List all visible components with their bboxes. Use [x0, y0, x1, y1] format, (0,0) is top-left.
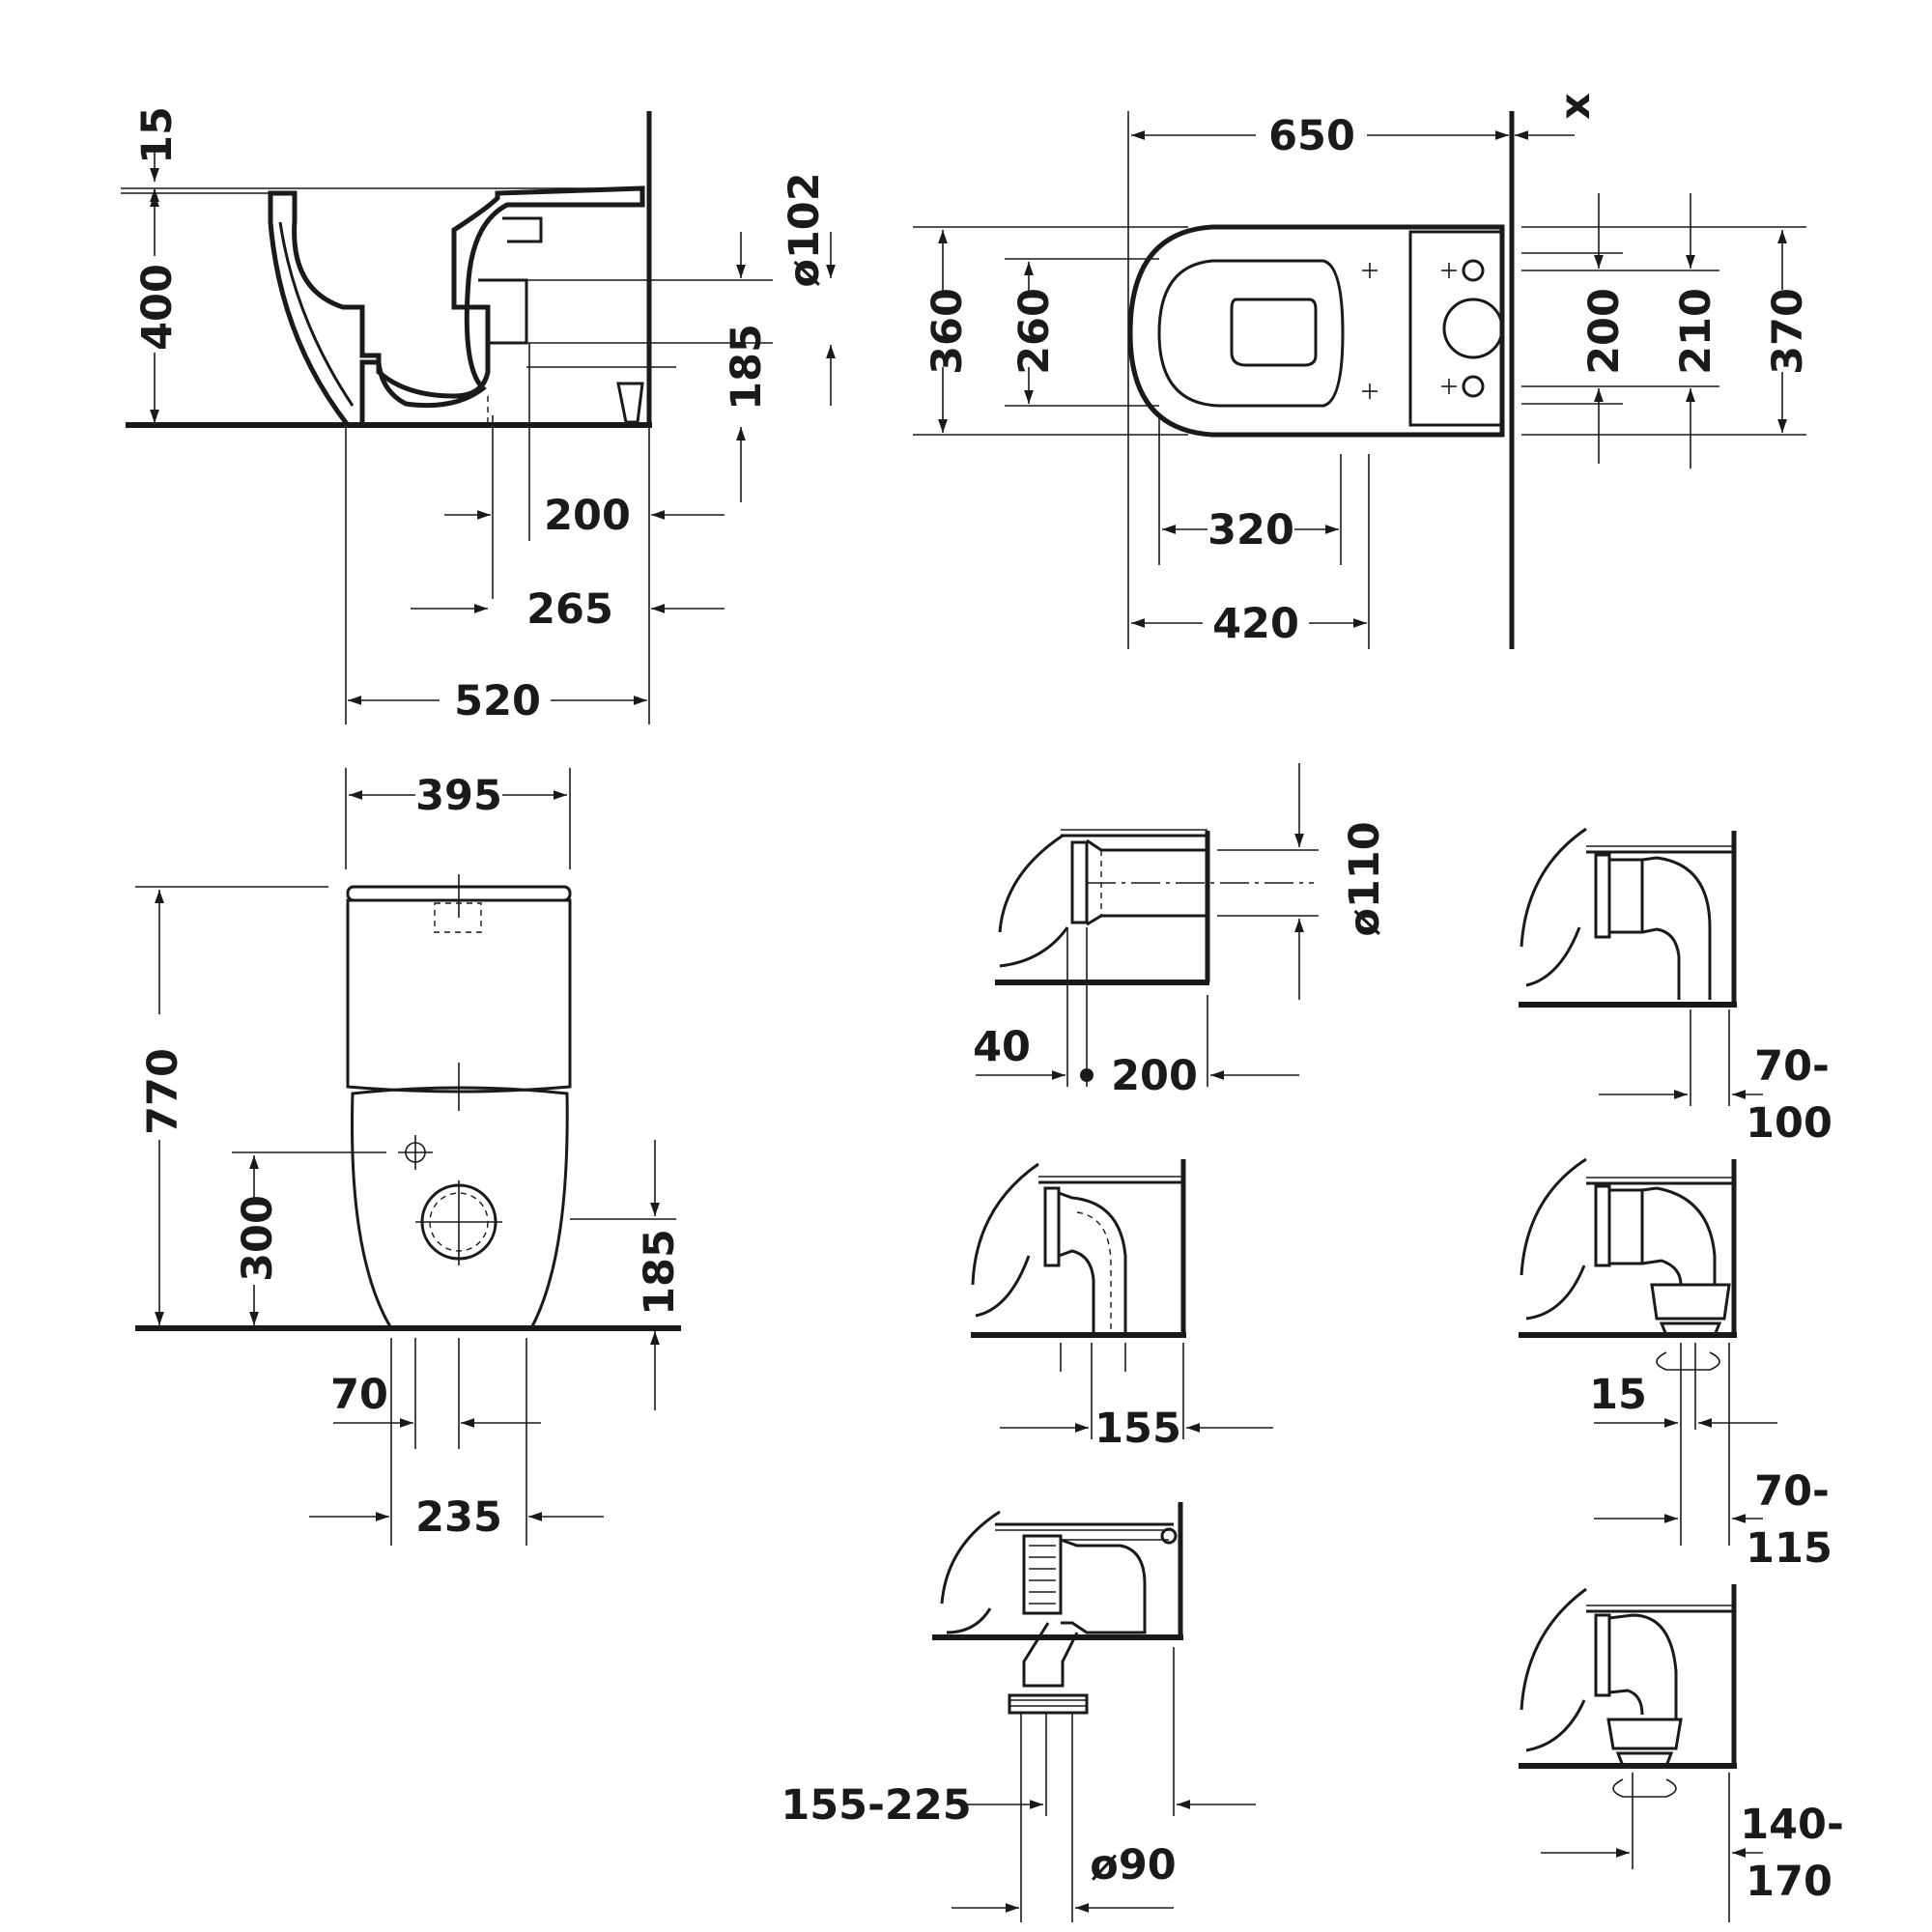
dim-top-200: 200 — [1580, 288, 1629, 375]
bend-inner — [1058, 1249, 1095, 1335]
dim-front-395: 395 — [415, 772, 502, 820]
connector-straight: ø110 40 200 — [973, 763, 1389, 1100]
dim-conn1-dia110: ø110 — [1341, 821, 1389, 936]
dim-top-x: x — [1551, 93, 1600, 120]
dim-top-650: 650 — [1268, 112, 1355, 160]
dim-front-185: 185 — [636, 1229, 684, 1316]
tank-top — [1408, 230, 1504, 427]
inlet-detail — [502, 216, 543, 243]
ribbed-sleeve — [1022, 1534, 1063, 1615]
bowl-edge — [998, 834, 1064, 933]
seal-ring — [1070, 840, 1089, 924]
dim-front-300: 300 — [234, 1195, 282, 1282]
dim-conn5-15: 15 — [1589, 1371, 1647, 1419]
swivel-collar — [1650, 1283, 1731, 1321]
dim-top-360: 360 — [923, 288, 972, 375]
dim-front-235: 235 — [415, 1493, 502, 1542]
dim-top-320: 320 — [1208, 506, 1294, 554]
foot-bracket — [616, 382, 644, 424]
dim-top-370: 370 — [1764, 288, 1812, 375]
side-view: 15 400 ø102 185 200 265 520 — [121, 106, 836, 725]
dim-conn2-155: 155 — [1094, 1405, 1181, 1453]
dim-side-15: 15 — [133, 106, 182, 164]
bowl-inner — [278, 221, 355, 407]
dim-conn3-155-225: 155-225 — [781, 1781, 971, 1830]
connector-swivel-long: 140- 170 — [1519, 1584, 1844, 1922]
bend-inner — [1641, 927, 1681, 1000]
bend-outer — [1058, 1191, 1127, 1335]
bend-outer — [1641, 856, 1712, 1000]
connector-bend-down: 155 — [971, 1159, 1273, 1453]
drain-top — [1230, 298, 1318, 367]
bowl-opening-top — [1157, 259, 1345, 408]
swivel-collar — [1606, 1718, 1683, 1750]
dim-side-185: 185 — [723, 324, 771, 411]
rotate-symbol — [1656, 1351, 1720, 1371]
dim-top-210: 210 — [1672, 288, 1720, 375]
dim-conn6-170: 170 — [1746, 1858, 1833, 1906]
inlet-hole-top — [1462, 259, 1485, 282]
dim-front-770: 770 — [139, 1048, 187, 1135]
dim-side-400: 400 — [133, 264, 182, 351]
dim-side-200: 200 — [544, 492, 631, 540]
outlet-spigot — [1022, 1622, 1079, 1688]
front-view: 395 770 300 185 70 235 — [135, 768, 684, 1546]
bend-outer — [1641, 1186, 1717, 1285]
dim-side-520: 520 — [454, 677, 541, 725]
bend-outer — [1608, 1613, 1678, 1719]
tank-body — [346, 898, 572, 1094]
dim-conn4-70: 70- — [1754, 1042, 1830, 1091]
flush-valve — [1442, 298, 1504, 359]
bowl-outline — [268, 185, 645, 428]
rotate-symbol — [1612, 1778, 1677, 1798]
housing — [1060, 1538, 1147, 1634]
inlet-hole-bottom — [1462, 375, 1485, 398]
connector-swivel: 15 70- 115 — [1519, 1157, 1833, 1573]
dim-top-260: 260 — [1010, 288, 1059, 375]
dim-conn3-dia90: ø90 — [1090, 1841, 1176, 1889]
dim-side-265: 265 — [526, 585, 613, 634]
ribbed-outlet — [1008, 1693, 1089, 1715]
top-view: 650 x 360 260 200 210 370 320 420 — [913, 93, 1812, 649]
flush-button — [434, 902, 482, 933]
connector-adjustable: 155-225 ø90 — [781, 1502, 1256, 1922]
dim-conn5-115: 115 — [1746, 1524, 1833, 1573]
dim-conn1-40: 40 — [973, 1023, 1031, 1071]
dim-top-420: 420 — [1212, 600, 1299, 648]
outlet-pipe — [478, 278, 528, 345]
dim-conn6-140: 140- — [1740, 1801, 1844, 1849]
dim-side-dia102: ø102 — [781, 172, 829, 287]
dim-conn5-70: 70- — [1754, 1467, 1830, 1516]
pan-body — [351, 1086, 569, 1330]
bowl-rim-top — [1127, 224, 1505, 438]
dim-conn4-100: 100 — [1746, 1099, 1833, 1148]
dim-front-70: 70 — [330, 1371, 388, 1419]
dim-conn1-200: 200 — [1111, 1052, 1198, 1100]
connector-offset-bend: 70- 100 — [1519, 827, 1833, 1148]
